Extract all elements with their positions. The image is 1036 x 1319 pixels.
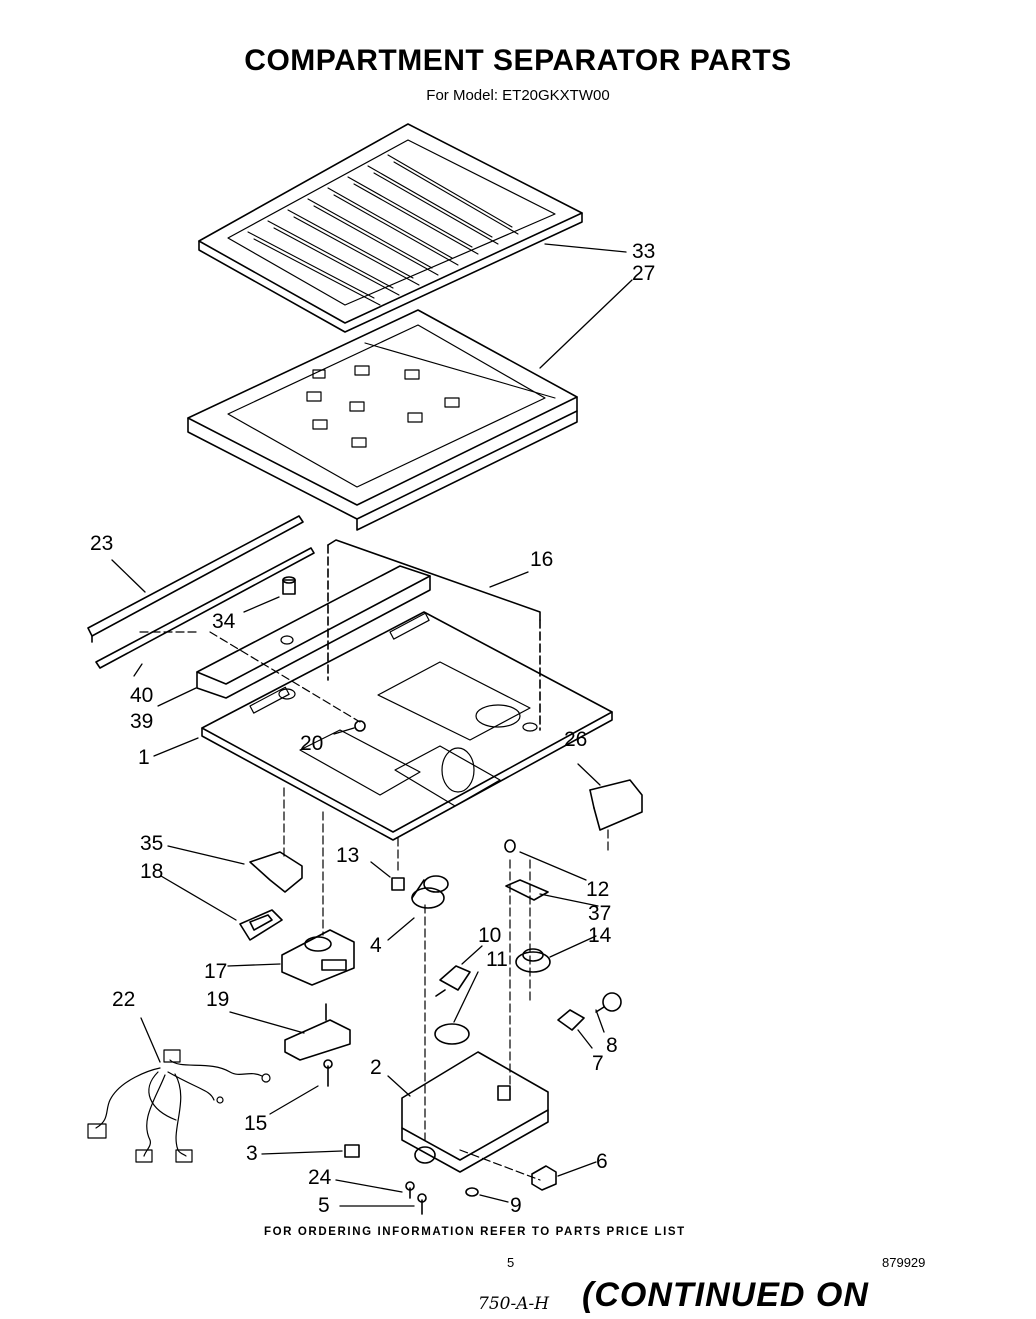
callout-10: 10 xyxy=(478,924,501,947)
document-number: 879929 xyxy=(882,1255,926,1270)
callout-14: 14 xyxy=(588,924,612,947)
part-24-screw xyxy=(405,1181,415,1199)
continued-on-note: (CONTINUED ON xyxy=(582,1276,869,1314)
callout-12: 12 xyxy=(586,878,609,901)
callout-35: 35 xyxy=(140,832,163,855)
callout-3: 3 xyxy=(246,1142,258,1165)
callout-5: 5 xyxy=(318,1194,330,1217)
callout-9: 9 xyxy=(510,1194,522,1217)
part-20-screw xyxy=(354,720,366,732)
part-22-wire-harness xyxy=(87,1049,271,1163)
part-39-channel xyxy=(196,565,431,699)
callout-23: 23 xyxy=(90,532,113,555)
callout-8: 8 xyxy=(606,1034,618,1057)
part-15-screw xyxy=(323,1059,333,1087)
callout-33: 33 xyxy=(632,240,655,263)
callout-1: 1 xyxy=(138,746,150,769)
callout-34: 34 xyxy=(212,610,236,633)
part-8-bulb xyxy=(595,992,622,1013)
model-subtitle: For Model: ET20GKXTW00 xyxy=(426,87,610,104)
part-26-cover xyxy=(589,779,643,831)
callout-26: 26 xyxy=(564,728,587,751)
ordering-info-note: FOR ORDERING INFORMATION REFER TO PARTS … xyxy=(264,1226,686,1238)
callout-17: 17 xyxy=(204,960,227,983)
callout-24: 24 xyxy=(308,1166,332,1189)
part-9-washer xyxy=(465,1187,479,1197)
callout-16: 16 xyxy=(530,548,553,571)
callout-18: 18 xyxy=(140,860,163,883)
part-6-connector xyxy=(531,1165,557,1191)
handwritten-note: 750-A-H xyxy=(478,1294,550,1314)
part-34-grommet xyxy=(282,576,296,595)
part-1-separator-plate xyxy=(201,611,613,841)
leader-lines xyxy=(111,243,633,1207)
part-4-holder xyxy=(411,875,449,909)
part-13-nut xyxy=(391,877,405,891)
part-37-clip xyxy=(505,879,549,901)
callout-labels: 33 27 23 16 34 40 39 20 1 26 35 18 13 12… xyxy=(90,240,655,1217)
callout-37: 37 xyxy=(588,902,611,925)
part-11-cap xyxy=(434,1023,470,1045)
part-2-control-bracket xyxy=(401,1051,549,1173)
part-12-screw xyxy=(504,839,516,853)
callout-27: 27 xyxy=(632,262,655,285)
part-16-wire xyxy=(327,539,541,731)
callout-15: 15 xyxy=(244,1112,267,1135)
part-17-housing xyxy=(281,929,355,986)
callout-4: 4 xyxy=(370,934,382,957)
callout-40: 40 xyxy=(130,684,153,707)
page-number: 5 xyxy=(507,1255,515,1270)
part-7-socket xyxy=(557,1009,585,1031)
part-40-gasket xyxy=(95,547,315,669)
part-33-top-panel xyxy=(198,123,583,333)
callout-22: 22 xyxy=(112,988,135,1011)
part-3-clip xyxy=(344,1144,360,1158)
part-14-grommet xyxy=(515,948,551,973)
part-10-switch xyxy=(435,965,471,997)
part-27-frame xyxy=(187,309,578,531)
callout-11: 11 xyxy=(486,948,508,971)
callout-13: 13 xyxy=(336,844,359,867)
callout-19: 19 xyxy=(206,988,229,1011)
page-title: COMPARTMENT SEPARATOR PARTS xyxy=(244,44,792,77)
callout-6: 6 xyxy=(596,1150,608,1173)
callout-2: 2 xyxy=(370,1056,382,1079)
part-35-bracket xyxy=(249,851,303,893)
part-5-screw xyxy=(417,1193,427,1215)
callout-20: 20 xyxy=(300,732,323,755)
callout-7: 7 xyxy=(592,1052,604,1075)
callout-39: 39 xyxy=(130,710,153,733)
part-18-gasket xyxy=(239,909,283,941)
part-19-bracket xyxy=(284,1003,351,1061)
part-23-strip xyxy=(87,515,304,643)
